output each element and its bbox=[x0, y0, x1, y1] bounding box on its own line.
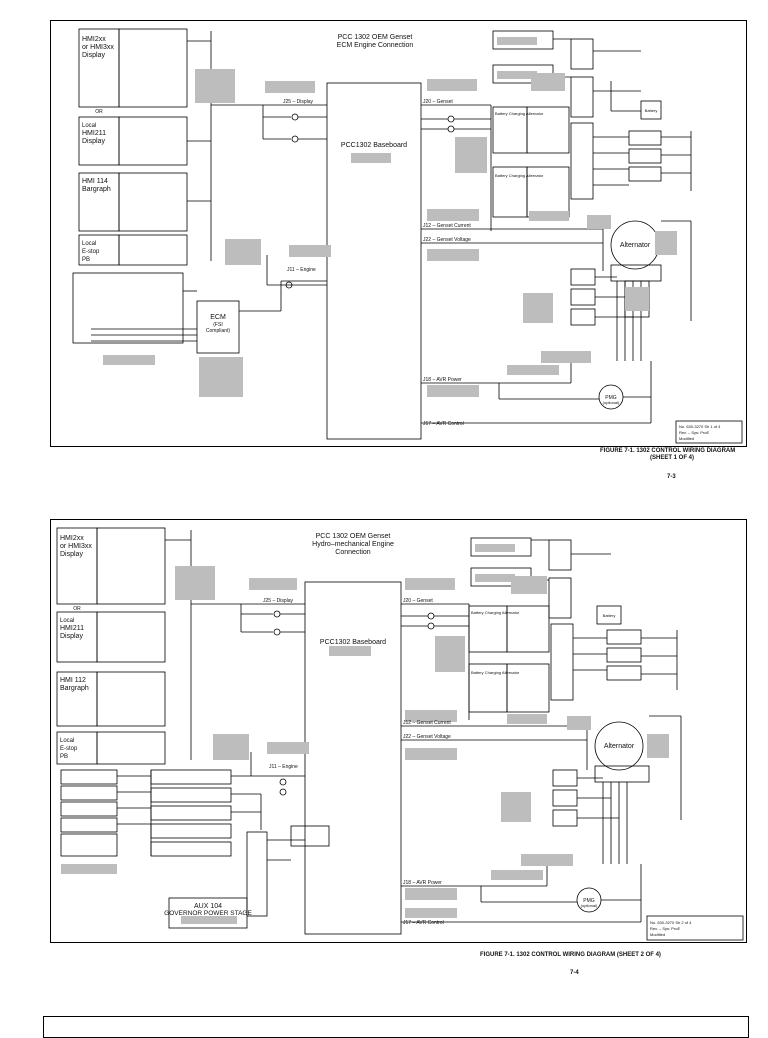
hmi211-label-s2-3: Display bbox=[60, 633, 83, 640]
revision-line-s2-1: No. 630-3270 Sh 2 of 4 bbox=[650, 920, 692, 925]
connector-j17-label-s2: J17 – AVR Control bbox=[403, 920, 444, 926]
figure-caption-sheet-1: FIGURE 7-1. 1302 CONTROL WIRING DIAGRAM bbox=[600, 448, 736, 454]
aux-104-box bbox=[168, 897, 248, 929]
connector-j18-label-s2: J18 – AVR Power bbox=[403, 880, 442, 886]
revision-line-s2-2: Rev. – Sys: ProE bbox=[650, 926, 680, 931]
estop-label-2: E-stop bbox=[82, 249, 100, 255]
hmi211-label-s2-2: HMI211 bbox=[60, 625, 84, 632]
governor-power-stage-label: GOVERNOR POWER STAGE bbox=[164, 910, 252, 917]
connector-j12-label-s2: J12 – Genset Current bbox=[403, 720, 451, 726]
wiring-diagram-sheet-2: PCC 1302 OEM Genset Hydro–mechanical Eng… bbox=[50, 519, 747, 943]
ecm-sub2: Compliant) bbox=[206, 328, 231, 334]
baseboard-label: PCC1302 Baseboard bbox=[341, 142, 407, 149]
connector-j25-label-s2: J25 – Display bbox=[263, 598, 294, 604]
hmi114-label-2: Bargraph bbox=[82, 186, 111, 193]
figure-caption-sheet-2: FIGURE 7-1. 1302 CONTROL WIRING DIAGRAM … bbox=[480, 952, 661, 958]
connector-j25-label: J25 – Display bbox=[283, 99, 314, 105]
revision-line-2: Rev. – Sys: ProE bbox=[679, 430, 709, 435]
aux-104-label: AUX 104 bbox=[194, 903, 222, 910]
battery-label-s2: Battery bbox=[603, 613, 616, 618]
sheet-1-subtitle: ECM Engine Connection bbox=[337, 42, 414, 49]
connector-j18-label: J18 – AVR Power bbox=[423, 377, 462, 383]
connector-j12-label: J12 – Genset Current bbox=[423, 223, 471, 229]
baseboard-box bbox=[326, 82, 422, 440]
battery-charging-alternator-s2-2: Battery Charging Alternator bbox=[471, 670, 520, 675]
hmi211-label-s2-1: Local bbox=[60, 618, 74, 624]
pmg-sub-label: (optional) bbox=[603, 400, 620, 405]
wiring-diagram-sheet-3-partial bbox=[43, 1016, 749, 1038]
revision-line-1: No. 630-3270 Sh 1 of 4 bbox=[679, 424, 721, 429]
revision-line-s2-3: Modified bbox=[650, 932, 665, 937]
connector-j22-label: J22 – Genset Voltage bbox=[423, 237, 471, 243]
or-label: OR bbox=[95, 109, 103, 115]
hmi2xx-label-3: Display bbox=[82, 52, 105, 59]
page-number-7-4: 7-4 bbox=[570, 970, 579, 976]
sheet-1-drawing: PCC 1302 OEM Genset ECM Engine Connectio… bbox=[72, 28, 743, 444]
sheet-2-subtitle-2: Connection bbox=[335, 549, 371, 556]
estop-label-s2-2: E-stop bbox=[60, 746, 78, 752]
sheet-2-subtitle: Hydro–mechanical Engine bbox=[312, 541, 394, 548]
pmg-sub-label-s2: (optional) bbox=[581, 903, 598, 908]
alternator-label: Alternator bbox=[620, 242, 651, 249]
connector-j22-label-s2: J22 – Genset Voltage bbox=[403, 734, 451, 740]
revision-line-3: Modified bbox=[679, 436, 694, 441]
hmi211-label-1: Local bbox=[82, 123, 96, 129]
hmi112-label-2: Bargraph bbox=[60, 685, 89, 692]
connector-j17-label: J17 – AVR Control bbox=[423, 421, 464, 427]
battery-charging-alternator-2: Battery Charging Alternator bbox=[495, 173, 544, 178]
figure-caption-sheet-1-sub: (SHEET 1 OF 4) bbox=[650, 455, 695, 461]
hmi2xx-label-s2-3: Display bbox=[60, 551, 83, 558]
estop-label-1: Local bbox=[82, 241, 96, 247]
alternator-label-s2: Alternator bbox=[604, 743, 635, 750]
wiring-diagram-sheet-1: PCC 1302 OEM Genset ECM Engine Connectio… bbox=[50, 20, 747, 447]
pmg-label: PMG bbox=[605, 395, 617, 401]
hmi2xx-label-s2-2: or HMI3xx bbox=[60, 543, 92, 550]
battery-charging-alternator-s2-1: Battery Charging Alternator bbox=[471, 610, 520, 615]
connector-j11-label: J11 – Engine bbox=[287, 267, 316, 273]
hmi2xx-label: HMI2xx bbox=[82, 36, 106, 43]
page-number-7-3: 7-3 bbox=[667, 474, 676, 480]
hmi211-label-3: Display bbox=[82, 138, 105, 145]
battery-label: Battery bbox=[645, 108, 658, 113]
connector-j11-label-s2: J11 – Engine bbox=[269, 764, 298, 770]
estop-label-s2-3: PB bbox=[60, 754, 68, 760]
sheet-2-drawing: PCC 1302 OEM Genset Hydro–mechanical Eng… bbox=[56, 527, 744, 941]
baseboard-label-2: PCC1302 Baseboard bbox=[320, 639, 386, 646]
ecm-label: ECM bbox=[210, 314, 226, 321]
sheet-2-title: PCC 1302 OEM Genset bbox=[316, 533, 391, 540]
connector-j20-label-s2: J20 – Genset bbox=[403, 598, 433, 604]
sheet-1-title: PCC 1302 OEM Genset bbox=[338, 34, 413, 41]
battery-charging-alternator-1: Battery Charging Alternator bbox=[495, 111, 544, 116]
or-label-s2: OR bbox=[73, 606, 81, 612]
pmg-label-s2: PMG bbox=[583, 898, 595, 904]
estop-label-s2-1: Local bbox=[60, 738, 74, 744]
connector-j20-label: J20 – Genset bbox=[423, 99, 453, 105]
hmi211-label-2: HMI211 bbox=[82, 130, 106, 137]
hmi2xx-label-2: or HMI3xx bbox=[82, 44, 114, 51]
ecm-sub1: (FSI bbox=[213, 322, 222, 328]
hmi2xx-label-s2: HMI2xx bbox=[60, 535, 84, 542]
hmi114-label-1: HMI 114 bbox=[82, 178, 108, 185]
hmi112-label-1: HMI 112 bbox=[60, 677, 86, 684]
estop-label-3: PB bbox=[82, 257, 90, 263]
